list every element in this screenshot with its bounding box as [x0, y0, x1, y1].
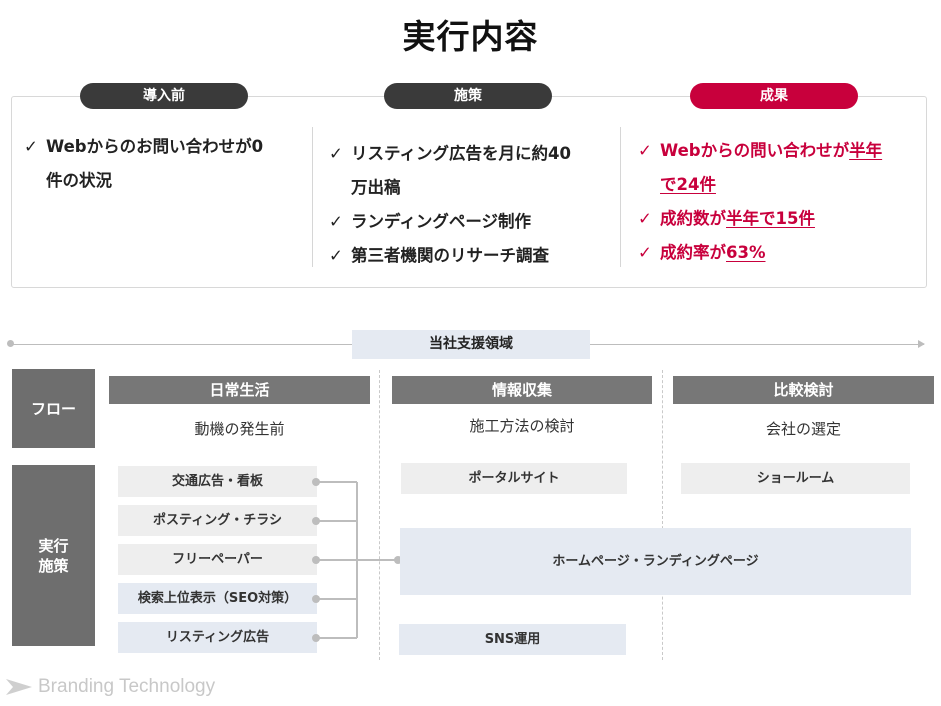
- result-item: ✓ 成約数が半年で15件: [638, 202, 923, 236]
- measure-box-listing-ads: リスティング広告: [118, 622, 317, 653]
- column-sub-daily: 動機の発生前: [194, 420, 285, 438]
- support-area-label: 当社支援領域: [352, 330, 590, 359]
- check-icon: ✓: [329, 246, 343, 265]
- brand-mark-icon: [6, 679, 32, 695]
- column-head-research: 情報収集: [392, 376, 652, 404]
- column-head-compare: 比較検討: [673, 376, 934, 404]
- measure-item: ✓ リスティング広告を月に約40 万出稿: [329, 137, 614, 205]
- measure-box-transit-ads: 交通広告・看板: [118, 466, 317, 497]
- homepage-box: ホームページ・ランディングページ: [400, 528, 911, 595]
- results-pill: 成果: [690, 83, 858, 109]
- before-item: ✓ Webからのお問い合わせが0 件の状況: [24, 130, 304, 198]
- check-icon: ✓: [24, 137, 38, 156]
- showroom-box: ショールーム: [681, 463, 910, 494]
- arrow-head-icon: [918, 340, 925, 348]
- measure-item: ✓ 第三者機関のリサーチ調査: [329, 239, 614, 273]
- brand-logo: Branding Technology: [6, 676, 215, 698]
- result-item: ✓ Webからの問い合わせが半年 で24件: [638, 134, 923, 202]
- flow-label: フロー: [12, 369, 95, 448]
- portal-site-box: ポータルサイト: [401, 463, 627, 494]
- before-pill: 導入前: [80, 83, 248, 109]
- arrow-start-dot: [7, 340, 14, 347]
- check-icon: ✓: [329, 144, 343, 163]
- column-separator: [662, 370, 663, 660]
- column-head-daily: 日常生活: [109, 376, 370, 404]
- result-item: ✓ 成約率が63%: [638, 236, 923, 270]
- connector-lines: [312, 478, 402, 642]
- sns-box: SNS運用: [399, 624, 626, 655]
- before-list: ✓ Webからのお問い合わせが0 件の状況: [24, 130, 304, 198]
- measure-box-posting: ポスティング・チラシ: [118, 505, 317, 536]
- results-list: ✓ Webからの問い合わせが半年 で24件 ✓ 成約数が半年で15件 ✓ 成約率…: [638, 134, 923, 270]
- check-icon: ✓: [638, 243, 652, 262]
- measure-box-seo: 検索上位表示（SEO対策）: [118, 583, 317, 614]
- measures-pill: 施策: [384, 83, 552, 109]
- column-sub-research: 施工方法の検討: [469, 417, 575, 435]
- check-icon: ✓: [329, 212, 343, 231]
- measures-list: ✓ リスティング広告を月に約40 万出稿 ✓ ランディングページ制作 ✓ 第三者…: [329, 137, 614, 273]
- column-separator: [379, 370, 380, 660]
- page-title: 実行内容: [402, 17, 539, 56]
- column-sub-compare: 会社の選定: [765, 420, 841, 438]
- measure-item: ✓ ランディングページ制作: [329, 205, 614, 239]
- check-icon: ✓: [638, 141, 652, 160]
- divider: [620, 127, 621, 267]
- measure-box-free-paper: フリーペーパー: [118, 544, 317, 575]
- check-icon: ✓: [638, 209, 652, 228]
- divider: [312, 127, 313, 267]
- measures-side-label: 実行施策: [12, 465, 95, 646]
